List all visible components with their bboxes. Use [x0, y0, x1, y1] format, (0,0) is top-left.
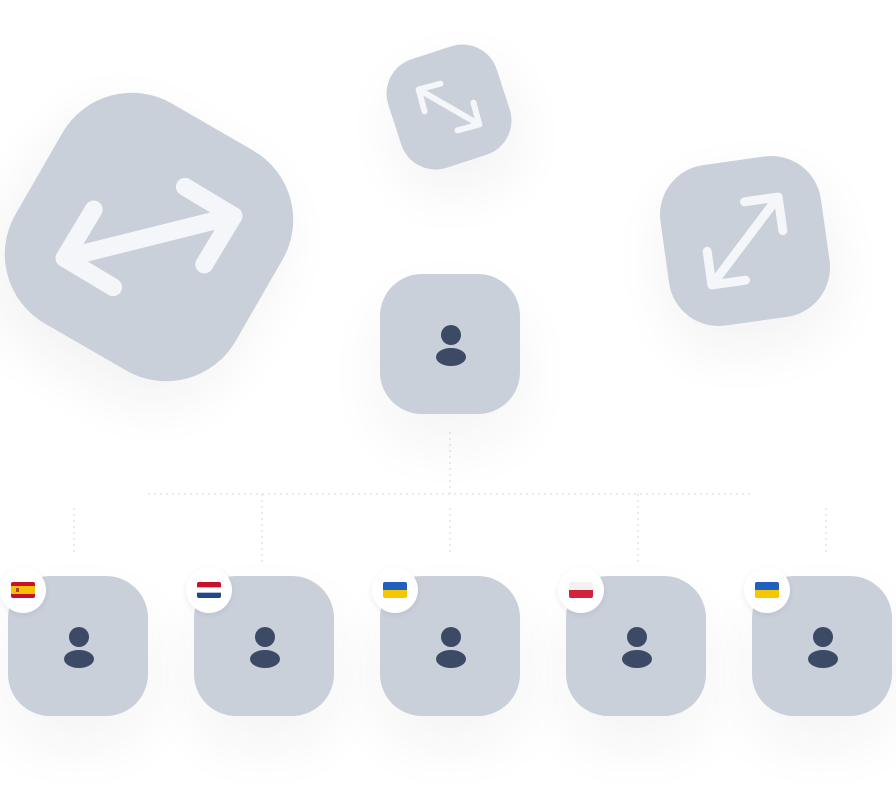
user-icon: [808, 627, 838, 668]
flag-badge-poland: [558, 567, 604, 613]
user-icon: [436, 325, 466, 366]
flag-badge-ukraine: [372, 567, 418, 613]
flag-badge-netherlands: [186, 567, 232, 613]
ukraine-flag-icon: [755, 582, 779, 598]
large-resize-tile: [0, 63, 323, 411]
diagonal-resize-arrow-icon: [702, 192, 788, 290]
medium-resize-tile: [653, 149, 837, 333]
diagonal-resize-arrow-icon: [415, 80, 483, 134]
poland-flag-icon: [569, 582, 593, 598]
flag-badge-ukraine-2: [744, 567, 790, 613]
user-icon: [250, 627, 280, 668]
spain-flag-icon: [11, 582, 35, 598]
root-user-node[interactable]: [380, 274, 520, 414]
ukraine-flag-icon: [383, 582, 407, 598]
user-icon: [622, 627, 652, 668]
horizontal-resize-arrow-icon: [55, 177, 243, 297]
user-node-ukraine-2[interactable]: [752, 576, 892, 716]
netherlands-flag-icon: [197, 582, 221, 598]
user-icon: [436, 627, 466, 668]
flag-badge-spain: [0, 567, 46, 613]
user-icon: [64, 627, 94, 668]
small-resize-tile: [377, 35, 521, 179]
